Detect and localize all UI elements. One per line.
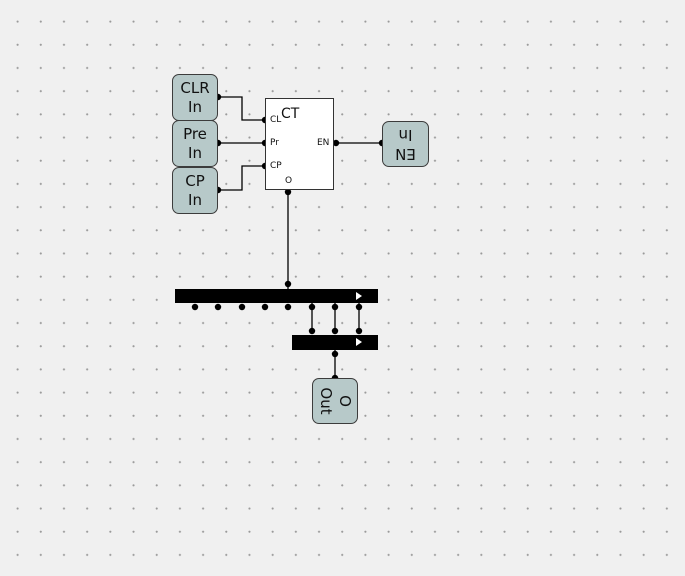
pin-en-label: EN: [317, 138, 330, 148]
pre-input[interactable]: Pre In: [172, 120, 218, 167]
bus-tap-dot: [261, 303, 269, 311]
bus-splitter-lower[interactable]: [292, 335, 378, 350]
pin-clr-label: CL: [270, 115, 282, 125]
clr-input[interactable]: CLR In: [172, 74, 218, 121]
bus-tap-dot: [308, 327, 316, 335]
wire-clr: [218, 96, 265, 121]
bus-tap-dot: [355, 327, 363, 335]
cp-input-type: In: [188, 190, 202, 209]
en-input-label: EN: [395, 145, 416, 163]
pre-input-label: Pre: [183, 124, 207, 143]
bus-direction-arrow: [356, 338, 362, 346]
pre-input-type: In: [188, 143, 202, 162]
cp-input[interactable]: CP In: [172, 167, 218, 214]
clr-input-label: CLR: [180, 78, 210, 97]
clr-input-type: In: [188, 97, 202, 116]
en-input-type: In: [398, 126, 413, 144]
junction-dot: [332, 139, 340, 147]
bus-tap-dot: [214, 303, 222, 311]
pin-out-label: O: [285, 176, 293, 186]
wire-cp: [218, 165, 265, 191]
bus-direction-arrow: [356, 292, 362, 300]
cp-input-label: CP: [185, 171, 205, 190]
bus-tap-dot: [355, 303, 363, 311]
pin-pre-label: Pr: [270, 138, 279, 148]
bus-tap-dot: [331, 350, 339, 358]
o-output[interactable]: O Out: [312, 378, 358, 424]
en-input[interactable]: EN In: [382, 121, 429, 167]
bus-tap-dot: [284, 303, 292, 311]
bus-tap-dot: [331, 303, 339, 311]
pin-cp-label: CP: [270, 161, 282, 171]
bus-tap-dot: [238, 303, 246, 311]
bus-tap-dot: [308, 303, 316, 311]
counter-title: CT: [281, 106, 300, 122]
bus-splitter-upper[interactable]: [175, 289, 378, 303]
bus-tap-dot: [191, 303, 199, 311]
counter-component[interactable]: CT CL Pr CP EN O: [265, 98, 334, 190]
o-output-type: Out: [317, 387, 335, 415]
bus-tap-dot: [331, 327, 339, 335]
junction-dot: [284, 188, 292, 196]
o-output-label: O: [336, 395, 354, 407]
junction-dot: [284, 280, 292, 288]
